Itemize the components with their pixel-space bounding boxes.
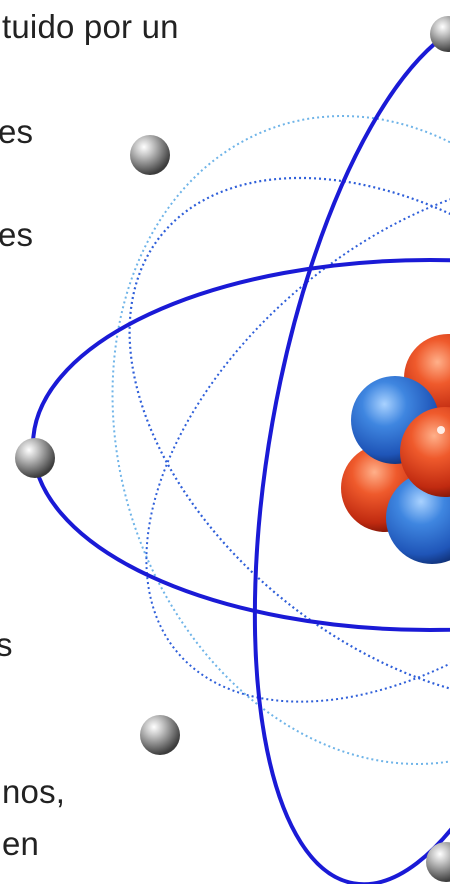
paragraph-fragment: es: [0, 218, 33, 251]
paragraph-fragment: en: [2, 827, 39, 860]
nucleus: [341, 334, 450, 564]
paragraph-fragment: s: [0, 628, 13, 661]
electron: [130, 135, 170, 175]
paragraph-fragment: es: [0, 115, 33, 148]
electron: [15, 438, 55, 478]
paragraph-fragment: tuido por un: [2, 10, 179, 43]
highlight: [437, 426, 445, 434]
paragraph-fragment: nos,: [2, 775, 65, 808]
electron: [140, 715, 180, 755]
electron: [426, 842, 450, 882]
